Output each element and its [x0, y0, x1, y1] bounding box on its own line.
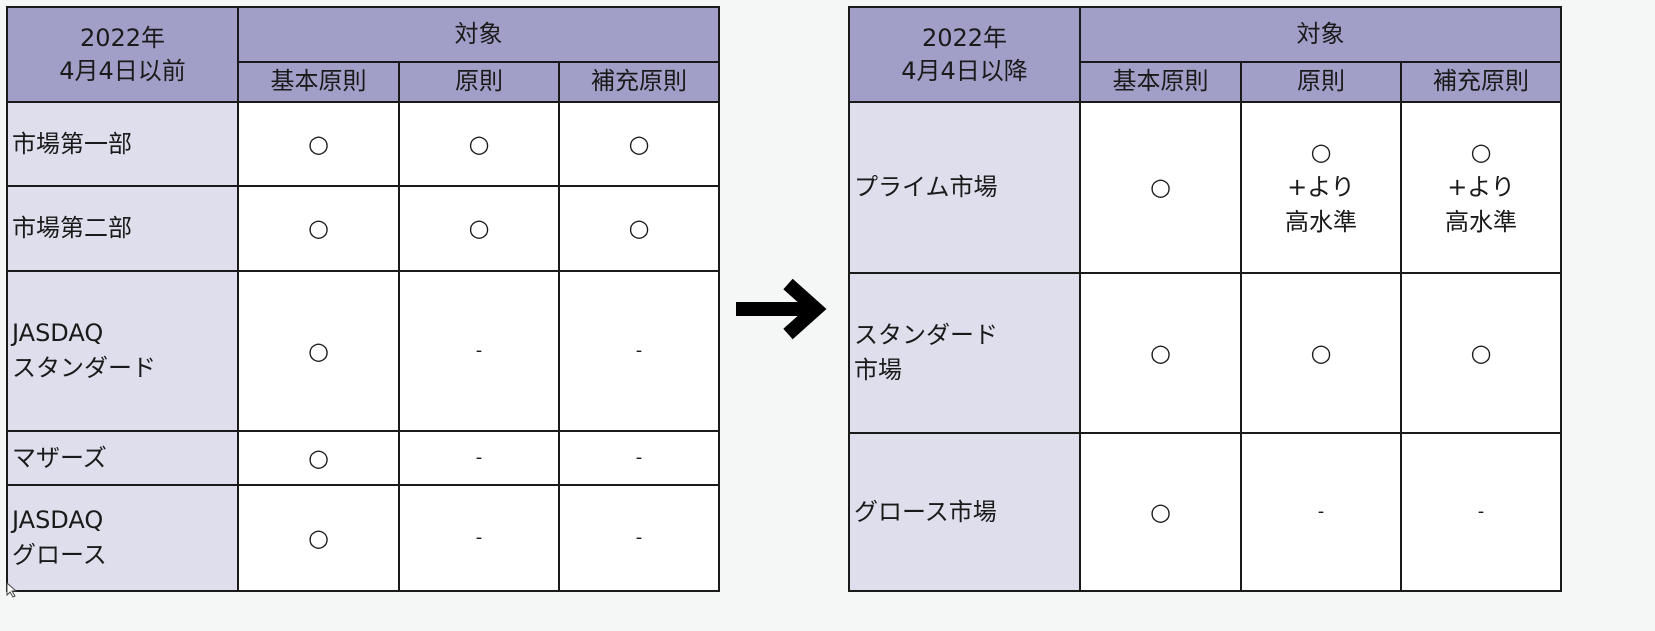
corner-header: 2022年 4月4日以前 — [6, 6, 239, 103]
cell-value: ○ — [398, 101, 560, 187]
row-label: 市場第一部 — [6, 101, 239, 187]
cell-value: - — [1240, 432, 1402, 592]
after-table: 2022年 4月4日以降 対象 基本原則 原則 補充原則 プライム市場 ○ ○ … — [848, 6, 1563, 592]
row-label: JASDAQ スタンダード — [6, 270, 239, 432]
cell-value: - — [398, 430, 560, 486]
cell-value: ○ — [237, 484, 400, 592]
corner-date: 4月4日以前 — [59, 56, 186, 85]
column-header-supplementary-principles: 補充原則 — [1399, 61, 1563, 103]
before-table: 2022年 4月4日以前 対象 基本原則 原則 補充原則 市場第一部 ○ ○ ○… — [6, 6, 721, 592]
table-row: プライム市場 ○ ○ +より 高水準 ○ +より 高水準 — [848, 101, 1563, 274]
row-label: マザーズ — [6, 430, 239, 486]
corner-date: 4月4日以降 — [901, 56, 1028, 85]
row-label: JASDAQ グロース — [6, 484, 239, 592]
cell-value: ○ — [557, 185, 721, 272]
column-header-principles: 原則 — [398, 61, 560, 103]
group-header: 対象 — [1078, 6, 1563, 63]
cell-value: - — [557, 430, 721, 486]
cell-value: ○ — [1240, 272, 1402, 434]
row-label: 市場第二部 — [6, 185, 239, 272]
cell-value: ○ — [237, 185, 400, 272]
cell-value: - — [557, 270, 721, 432]
table-row: マザーズ ○ - - — [6, 430, 721, 486]
cell-value: ○ +より 高水準 — [1240, 101, 1402, 274]
mouse-cursor-icon — [6, 582, 18, 598]
column-header-basic-principles: 基本原則 — [1079, 61, 1242, 103]
cell-value: ○ — [1079, 432, 1242, 592]
row-label: スタンダード 市場 — [848, 272, 1081, 434]
right-arrow-icon — [736, 278, 827, 340]
corner-year: 2022年 — [79, 24, 166, 53]
cell-value: ○ — [557, 101, 721, 187]
column-header-basic-principles: 基本原則 — [237, 61, 400, 103]
cell-value: ○ — [398, 185, 560, 272]
cell-value: ○ — [1079, 101, 1242, 274]
cell-value: - — [557, 484, 721, 592]
table-row: グロース市場 ○ - - — [848, 432, 1563, 592]
table-row: スタンダード 市場 ○ ○ ○ — [848, 272, 1563, 434]
row-label: プライム市場 — [848, 101, 1081, 274]
table-row: JASDAQ スタンダード ○ - - — [6, 270, 721, 432]
cell-value: ○ — [1399, 272, 1563, 434]
cell-value: ○ — [1079, 272, 1242, 434]
corner-year: 2022年 — [921, 24, 1008, 53]
cell-value: ○ — [237, 270, 400, 432]
cell-value: - — [398, 270, 560, 432]
column-header-supplementary-principles: 補充原則 — [557, 61, 721, 103]
corner-header: 2022年 4月4日以降 — [848, 6, 1081, 103]
cell-value: - — [398, 484, 560, 592]
cell-value: ○ — [237, 430, 400, 486]
table-row: 市場第一部 ○ ○ ○ — [6, 101, 721, 187]
column-header-principles: 原則 — [1240, 61, 1402, 103]
row-label: グロース市場 — [848, 432, 1081, 592]
table-row: 市場第二部 ○ ○ ○ — [6, 185, 721, 272]
cell-value: - — [1399, 432, 1563, 592]
cell-value: ○ +より 高水準 — [1399, 101, 1563, 274]
cell-value: ○ — [237, 101, 400, 187]
table-row: JASDAQ グロース ○ - - — [6, 484, 721, 592]
group-header: 対象 — [236, 6, 721, 63]
